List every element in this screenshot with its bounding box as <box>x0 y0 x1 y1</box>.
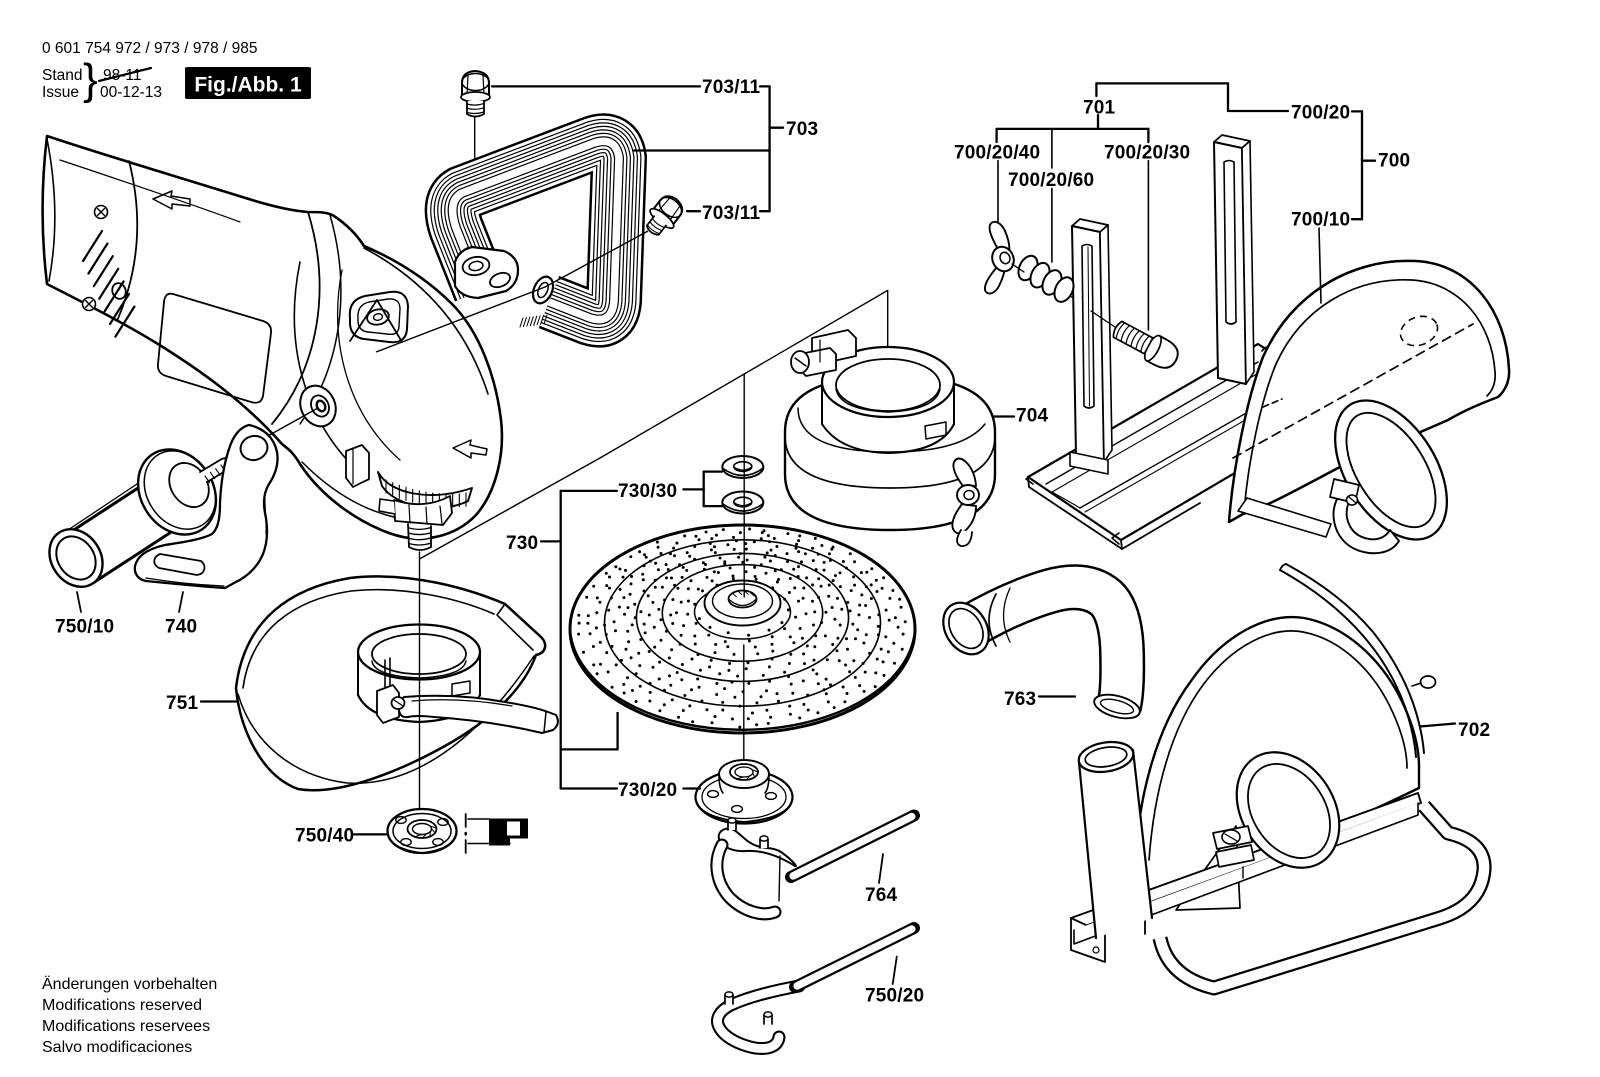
callout-764: 764 <box>865 885 898 906</box>
bolt-703-11-top <box>460 70 491 118</box>
callout-750_10: 750/10 <box>55 617 114 638</box>
bracket-740 <box>133 423 279 590</box>
dust-ring-704 <box>783 329 997 547</box>
figure-label: Fig./Abb. 1 <box>194 74 302 97</box>
issue-label: Issue <box>42 84 79 101</box>
callout-700_20_30: 700/20/30 <box>1104 143 1190 164</box>
callout-730_30: 730/30 <box>618 481 677 502</box>
flange-nut-750-40 <box>386 807 458 855</box>
callout-704: 704 <box>1016 406 1049 427</box>
header-block: 0 601 754 972 / 973 / 978 / 985StandIssu… <box>42 40 311 104</box>
pin-wrench-750-20 <box>711 922 920 1055</box>
callout-763: 763 <box>1004 689 1036 710</box>
bolt-700-20-30 <box>1090 310 1179 369</box>
type-number: 0 601 754 972 / 973 / 978 / 985 <box>42 40 257 57</box>
footer-note-line: Änderungen vorbehalten <box>42 975 217 993</box>
flange-730-20 <box>694 644 794 825</box>
callout-703_11_a: 703/11 <box>702 77 760 98</box>
side-handle-group <box>48 407 319 590</box>
bolt-703-11-side <box>645 195 684 236</box>
callout-740: 740 <box>165 617 197 638</box>
callout-730: 730 <box>506 533 538 554</box>
issue-date: 00-12-13 <box>100 84 162 101</box>
callout-702: 702 <box>1458 720 1490 741</box>
wheel-guard-751 <box>234 575 559 792</box>
callout-701: 701 <box>1083 98 1116 119</box>
callout-730_20: 730/20 <box>618 780 677 801</box>
callout-700: 700 <box>1378 151 1410 172</box>
washers-730-30 <box>721 373 765 598</box>
spindle <box>377 471 473 551</box>
callout-leader-lines <box>76 82 1457 985</box>
callout-700_20_60: 700/20/60 <box>1008 170 1094 191</box>
callout-700_10: 700/10 <box>1291 210 1350 231</box>
side-handle-750-10 <box>48 448 232 588</box>
grease-symbol <box>464 813 528 854</box>
stand-label: Stand <box>42 67 83 84</box>
spring-700-20-60 <box>1017 254 1075 303</box>
footer-note-line: Modifications reservees <box>42 1018 210 1035</box>
callout-751: 751 <box>166 693 199 714</box>
pin-wrench-764 <box>710 809 920 921</box>
backing-pad-730 <box>568 523 917 735</box>
figure-box <box>185 67 311 99</box>
footer-note-line: Salvo modificaciones <box>42 1039 192 1056</box>
stand-issue-brace: } <box>83 55 98 104</box>
callout-703: 703 <box>786 119 818 140</box>
callout-750_40: 750/40 <box>295 826 354 847</box>
footer-note-line: Modifications reserved <box>42 997 202 1014</box>
callout-700_20: 700/20 <box>1291 103 1350 124</box>
wing-nut-700-20-40 <box>983 220 1025 295</box>
grinder-machine <box>41 134 504 551</box>
suction-hose-763 <box>942 564 1146 720</box>
cutting-guard-700-10 <box>1227 259 1511 555</box>
handle-703-group <box>375 70 684 353</box>
callout-703_11_b: 703/11 <box>702 203 760 224</box>
callout-750_20: 750/20 <box>865 986 924 1007</box>
cutting-guide-702 <box>1070 563 1492 996</box>
callout-700_20_40: 700/20/40 <box>954 143 1040 164</box>
